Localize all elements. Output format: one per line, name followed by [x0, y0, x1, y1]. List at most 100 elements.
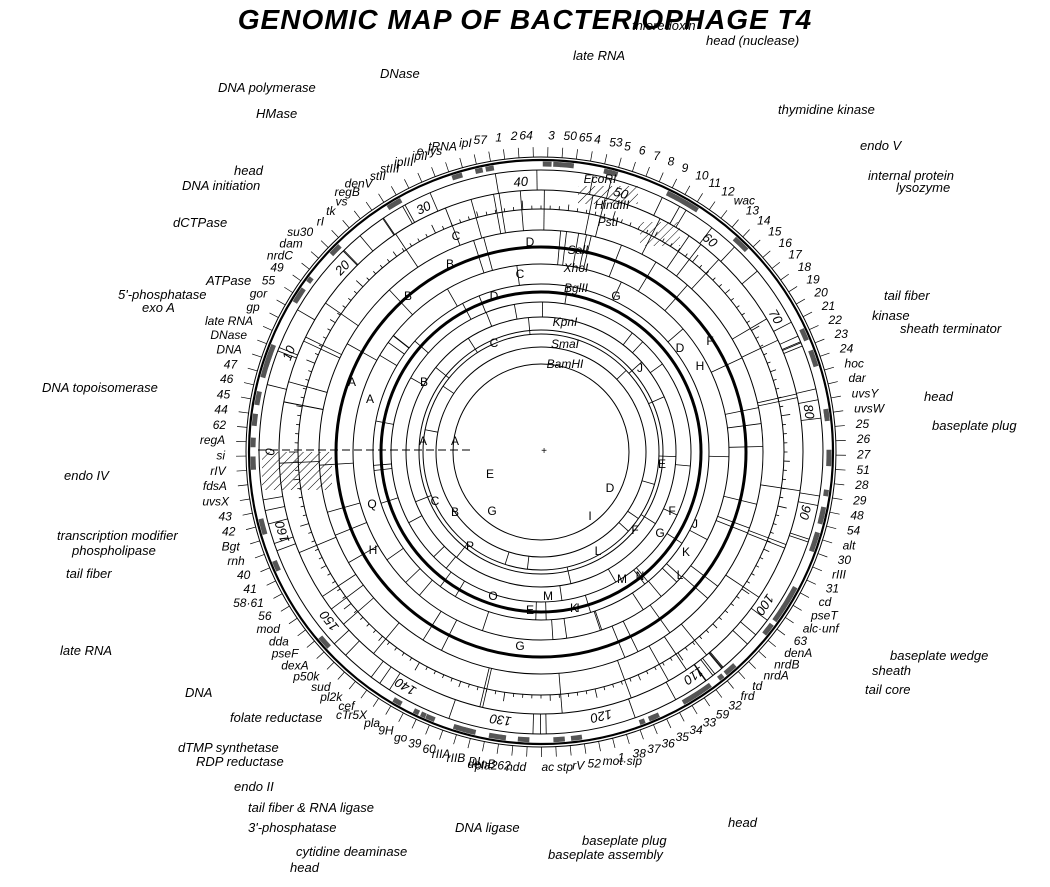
segment-divider [325, 302, 359, 327]
fragment-label: O [488, 589, 497, 603]
scale-tick [603, 213, 606, 218]
gene-segment [451, 172, 463, 181]
gene-leader [237, 426, 248, 428]
coordinate-label: 30 [414, 198, 434, 218]
segment-divider [662, 567, 678, 583]
fragment-label: N [636, 569, 645, 583]
function-label: tail core [865, 682, 911, 697]
gene-leader [269, 312, 279, 318]
gene-leader [618, 157, 622, 168]
segment-divider [422, 611, 442, 641]
gene-leader [792, 604, 802, 611]
gene-label: 26 [856, 432, 871, 446]
gene-label: uvsY [852, 386, 880, 400]
scale-tick [699, 264, 703, 269]
gene-leader [832, 497, 843, 500]
fragment-label: E [658, 457, 666, 471]
segment-divider [658, 455, 676, 457]
scale-tick [431, 224, 436, 234]
gene-segment [808, 349, 817, 362]
gene-label: DNase [210, 328, 247, 342]
gene-label: 57 [474, 133, 489, 147]
gene-leader [727, 680, 734, 689]
gene-leader [785, 617, 794, 624]
scale-tick [373, 629, 377, 633]
gene-leader [252, 353, 262, 358]
gene-leader [834, 483, 845, 486]
scale-tick [736, 595, 740, 599]
gene-label: ipII [412, 149, 429, 163]
segment-divider [543, 190, 545, 231]
gene-leader [632, 161, 636, 172]
scale-tick [662, 662, 665, 666]
segment-divider [448, 699, 456, 719]
scale-tick [379, 264, 383, 269]
gene-label: nrdB [774, 658, 799, 672]
segment-divider [373, 468, 392, 471]
fragment-label: C [452, 229, 461, 243]
gene-leader [404, 179, 410, 189]
segment-divider [781, 341, 801, 350]
gene-leader [288, 617, 298, 625]
segment-divider [708, 455, 729, 458]
scale-tick [353, 610, 358, 614]
gene-segment [762, 626, 771, 636]
fragment-label: G [611, 289, 620, 303]
segment-divider [799, 492, 820, 497]
segment-divider [653, 197, 663, 216]
gene-label: 1 [618, 751, 625, 765]
fragment-label: M [543, 589, 553, 603]
gene-leader [822, 539, 833, 544]
scale-tick [669, 657, 673, 661]
segment-divider [267, 384, 287, 390]
scale-tick [302, 387, 307, 390]
segment-divider [379, 354, 398, 366]
function-label: head [234, 163, 264, 178]
scale-tick [594, 688, 598, 698]
segment-divider [334, 629, 350, 645]
segment-divider [404, 204, 415, 223]
gene-leader [555, 746, 557, 757]
gene-label: 23 [834, 327, 849, 341]
fragment-label: K [570, 601, 578, 615]
fragment-label: B [404, 289, 412, 303]
segment-divider [405, 568, 421, 583]
segment-divider [441, 619, 458, 651]
gene-leader [612, 738, 616, 748]
fragment-label: G [487, 504, 496, 518]
segment-divider [479, 667, 490, 707]
gene-segment [638, 718, 646, 725]
gene-leader [561, 147, 564, 158]
gene-leader [576, 149, 578, 160]
enzyme-label: EcoRI [584, 172, 617, 186]
map-ring [372, 283, 710, 621]
fragment-label: F [631, 523, 638, 537]
segment-divider [504, 551, 510, 565]
gene-leader [316, 651, 325, 659]
scale-tick [360, 616, 364, 620]
segment-divider [389, 672, 401, 691]
gene-leader [331, 229, 339, 238]
hatched-region-origin [262, 452, 332, 490]
gene-leader [237, 484, 248, 487]
gene-leader [824, 366, 835, 371]
scale-tick [629, 222, 632, 226]
gene-label: tk [326, 204, 336, 218]
gene-label: alc·unf [803, 621, 841, 635]
scale-tick [342, 305, 346, 309]
scale-tick [485, 211, 488, 216]
map-ring [452, 363, 630, 541]
scale-tick [308, 370, 312, 373]
coordinate-label: 150 [316, 607, 342, 634]
gene-segment [488, 732, 506, 741]
gene-label: pseT [810, 608, 839, 622]
map-ring [379, 290, 703, 614]
scale-tick [293, 478, 300, 481]
segment-divider [482, 668, 492, 708]
gene-label: denA [784, 646, 812, 660]
map-ring [334, 245, 748, 659]
gene-label: 33 [703, 716, 717, 730]
gene-segment [251, 413, 259, 427]
enzyme-label: SmaI [551, 337, 580, 351]
scale-tick [476, 211, 479, 218]
